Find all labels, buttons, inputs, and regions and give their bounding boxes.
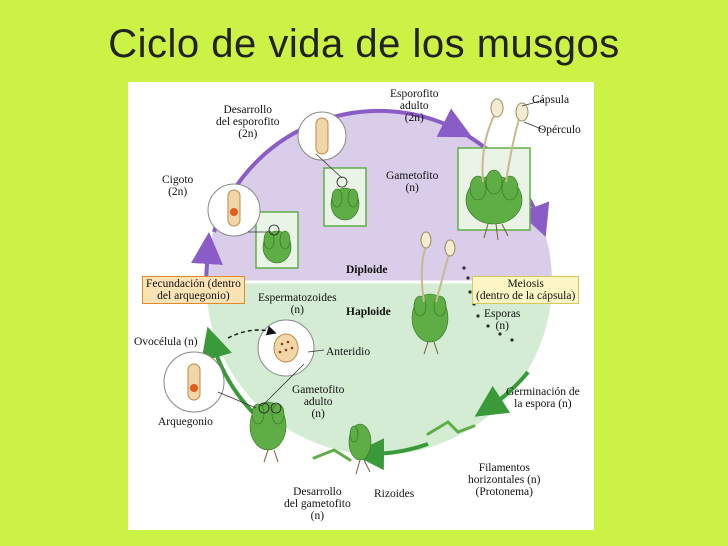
label-arquegonio: Arquegonio xyxy=(158,416,213,428)
sperm-path xyxy=(227,325,277,339)
label-line: Cigoto xyxy=(162,174,194,186)
label-line: Germinación de xyxy=(506,386,580,398)
label-line: (2n) xyxy=(404,112,424,124)
label-line: (2n) xyxy=(168,186,188,198)
label-espermatozoides: Espermatozoides (n) xyxy=(258,292,337,316)
label-line: (n) xyxy=(310,510,325,522)
label-line: horizontales (n) xyxy=(468,474,541,486)
phase-label-haploid: Haploide xyxy=(346,306,391,318)
cycle-arrow-haploid-right xyxy=(474,370,530,417)
cycle-artwork xyxy=(163,98,552,475)
label-line: Meiosis xyxy=(507,278,544,290)
label-fecundacion: Fecundación (dentro del arquegonio) xyxy=(142,276,245,304)
label-ovocelula: Ovocélula (n) xyxy=(134,336,198,348)
label-line: Desarrollo xyxy=(293,486,342,498)
label-line: la espora (n) xyxy=(514,398,572,410)
label-line: Fecundación (dentro xyxy=(146,278,241,290)
moss-plant xyxy=(249,169,523,461)
label-line: (2n) xyxy=(238,128,258,140)
cycle-arrow-left-up xyxy=(191,232,223,281)
label-line: (dentro de la cápsula) xyxy=(476,290,576,302)
protonema xyxy=(312,420,476,462)
label-line: del esporofito xyxy=(216,116,280,128)
label-desarrollo-gametofito: Desarrollo del gametofito (n) xyxy=(284,486,351,522)
label-anteridio: Anteridio xyxy=(326,346,371,358)
label-gametofito: Gametofito (n) xyxy=(386,170,438,194)
label-line: adulto xyxy=(303,396,333,408)
callout-lines xyxy=(217,99,545,409)
label-gametofito-adulto: Gametofito adulto (n) xyxy=(292,384,344,420)
capsules xyxy=(420,98,529,257)
magnifier-rings xyxy=(258,176,348,414)
label-esporofito-adulto: Esporofito adulto (2n) xyxy=(390,88,439,124)
label-line: Gametofito xyxy=(386,170,439,182)
label-line: adulto xyxy=(399,100,429,112)
label-line: (n) xyxy=(290,304,304,316)
inset-details xyxy=(187,117,329,401)
antheridium-dots xyxy=(278,340,294,354)
label-operculo: Opérculo xyxy=(538,124,581,136)
label-filamentos: Filamentos horizontales (n) (Protonema) xyxy=(468,462,541,498)
inset-cells xyxy=(190,208,238,392)
label-line: (n) xyxy=(405,182,419,194)
phase-label-diploid: Diploide xyxy=(346,264,388,276)
label-capsula: Cápsula xyxy=(532,94,570,106)
cycle-arrow-haploid-bottom xyxy=(352,438,429,471)
label-meiosis: Meiosis (dentro de la cápsula) xyxy=(472,276,580,304)
label-desarrollo-esporofito: Desarrollo del esporofito (2n) xyxy=(216,104,280,140)
label-line: (n) xyxy=(311,408,325,420)
label-cigoto: Cigoto (2n) xyxy=(162,174,193,198)
label-line: Desarrollo xyxy=(223,104,273,116)
label-rizoides: Rizoides xyxy=(374,488,415,500)
label-line: Esporofito xyxy=(390,88,439,100)
label-line: Filamentos xyxy=(478,462,530,474)
label-line: del arquegonio) xyxy=(157,290,230,302)
label-line: Esporas xyxy=(484,308,521,320)
label-esporas: Esporas (n) xyxy=(484,308,520,332)
label-line: Espermatozoides xyxy=(258,292,337,304)
label-germinacion: Germinación de la espora (n) xyxy=(506,386,580,410)
label-line: del gametofito xyxy=(284,498,351,510)
label-line: (n) xyxy=(495,320,509,332)
slide-title: Ciclo de vida de los musgos xyxy=(108,22,620,66)
spores xyxy=(462,266,514,342)
moss-life-cycle-diagram: Desarrollo del esporofito (2n) Esporofit… xyxy=(128,82,594,530)
label-line: Gametofito xyxy=(292,384,345,396)
label-line: (Protonema) xyxy=(475,486,533,498)
rhizoids xyxy=(263,223,509,475)
